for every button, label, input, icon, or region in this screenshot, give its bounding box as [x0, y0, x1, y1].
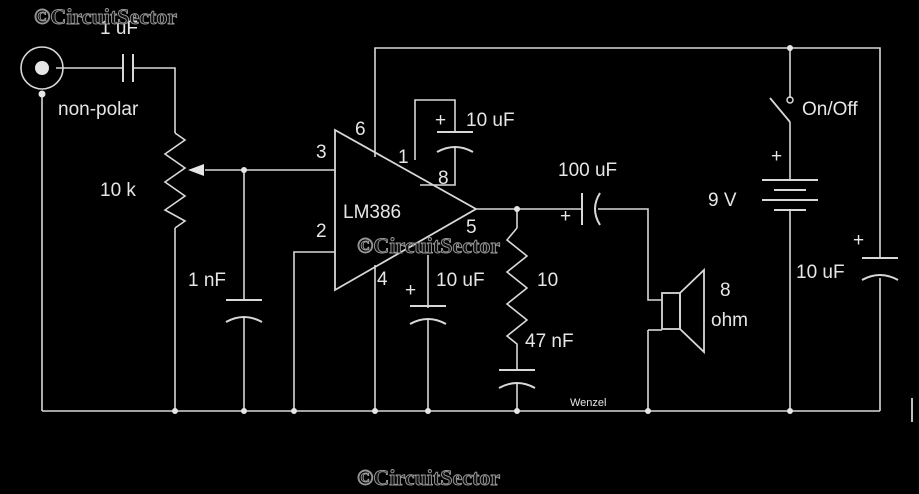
output-capacitor [581, 192, 601, 226]
zobel-capacitor [498, 369, 536, 389]
input-cap-label: 1 uF [100, 18, 138, 39]
ic-label: LM386 [343, 202, 401, 223]
pin1-label: 1 [398, 147, 409, 168]
capacitor-1nf [225, 299, 263, 323]
bypass-cap-plus: + [405, 280, 416, 301]
watermark-bottom: ©CircuitSector [357, 465, 500, 490]
input-capacitor [122, 54, 134, 82]
pin2-label: 2 [316, 221, 327, 242]
pin8-label: 8 [438, 168, 449, 189]
zobel-cap-label: 47 nF [525, 331, 574, 352]
gain-cap-label: 10 uF [466, 110, 515, 131]
pin6-label: 6 [355, 119, 366, 140]
zobel-resistor-label: 10 [537, 270, 558, 291]
speaker [661, 267, 705, 355]
bypass-cap-label: 10 uF [436, 270, 485, 291]
volume-potentiometer [163, 132, 204, 229]
bypass-capacitor [409, 305, 447, 325]
supply-capacitor [861, 257, 899, 281]
battery-9v [762, 179, 818, 211]
speaker-unit-label: ohm [711, 310, 748, 331]
switch-label: On/Off [802, 99, 858, 120]
supply-cap-plus: + [853, 230, 864, 251]
power-switch [769, 96, 794, 123]
lm386-amplifier [334, 128, 478, 292]
output-cap-label: 100 uF [558, 160, 617, 181]
output-cap-plus: + [560, 206, 571, 227]
supply-cap-label: 10 uF [796, 262, 845, 283]
speaker-value-label: 8 [720, 280, 731, 301]
cap-1nf-label: 1 nF [188, 270, 226, 291]
audio-input-jack [20, 46, 64, 90]
input-cap-type-label: non-polar [58, 99, 139, 120]
junctions [38, 45, 793, 414]
zobel-resistor [505, 227, 529, 356]
watermark-top-left: ©CircuitSector [34, 4, 177, 29]
labels: 1 uF non-polar 10 k 1 nF LM386 3 2 6 1 8… [58, 18, 864, 409]
watermark-center: ©CircuitSector [357, 233, 500, 258]
gain-cap-plus: + [435, 110, 446, 131]
author-label: Wenzel [570, 397, 606, 409]
pin3-label: 3 [316, 142, 327, 163]
battery-label: 9 V [708, 190, 737, 211]
pot-value-label: 10 k [100, 180, 136, 201]
watermarks: ©CircuitSector ©CircuitSector ©CircuitSe… [34, 4, 501, 491]
pin5-label: 5 [466, 217, 477, 238]
gain-capacitor [436, 131, 474, 153]
battery-plus: + [771, 146, 782, 167]
pin4-label: 4 [377, 269, 388, 290]
wires [41, 47, 881, 412]
